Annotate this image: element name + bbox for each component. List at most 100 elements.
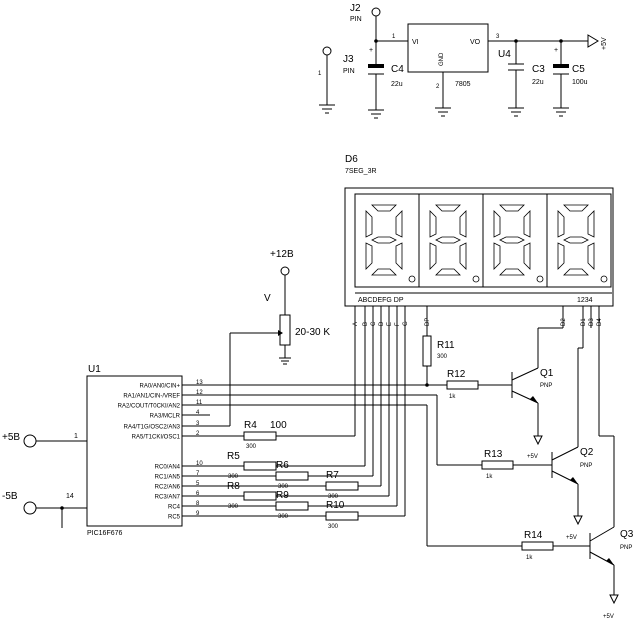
mcu-pin-number: 5	[196, 481, 200, 487]
q1-type: PNP	[540, 383, 552, 389]
digit-segments-icon	[557, 204, 608, 283]
r9-resistor	[275, 501, 309, 511]
c4-value: 22u	[391, 81, 403, 88]
vdd-pin-num: 1	[74, 433, 78, 440]
u4-pin2-num: 2	[436, 84, 440, 90]
mcu-pin-number: 9	[196, 511, 200, 517]
r5-value: 300	[228, 474, 239, 480]
vcc-arrow-icon	[587, 34, 599, 48]
digit-segments-icon	[429, 204, 480, 283]
display-pin-label: D1	[581, 318, 587, 326]
digit-segments-icon	[365, 204, 416, 283]
pot-value: 20-30 K	[295, 327, 330, 338]
r14-value: 1k	[526, 555, 533, 561]
display-pin-label: B	[363, 322, 369, 326]
r9-value: 300	[278, 514, 289, 520]
mcu-pin-name: RC4	[168, 505, 181, 511]
q2-type: PNP	[580, 463, 592, 469]
mcu-pin-number: 12	[196, 390, 203, 396]
display-pin-label: D4	[597, 318, 603, 326]
c5-value: 100u	[572, 79, 588, 86]
mcu-pin-name: RA0/AN0/CIN+	[139, 384, 180, 390]
digit-labels: 1234	[577, 297, 593, 304]
digit-3	[482, 193, 548, 288]
r9-ref: R9	[276, 490, 289, 501]
mcu-pin-number: 2	[196, 431, 200, 437]
display-pin-label: D	[379, 321, 385, 326]
r5-resistor	[243, 461, 277, 471]
c3-value: 22u	[532, 79, 544, 86]
c5-ref: C5	[572, 64, 585, 75]
pot-supply-pin-icon	[280, 266, 290, 276]
r4-extra: 100	[270, 420, 287, 431]
j3-pin-num: 1	[318, 71, 322, 77]
r6-ref: R6	[276, 460, 289, 471]
r11-resistor	[422, 335, 432, 367]
j2-ref: J2	[350, 3, 361, 14]
mcu-pin-number: 10	[196, 461, 203, 467]
j3-ref: J3	[343, 54, 354, 65]
q1-supply: +5V	[527, 454, 538, 460]
mcu-pin-name: RA1/AN1/CIN-/VREF	[123, 394, 180, 400]
r14-ref: R14	[524, 530, 543, 541]
q2-ref: Q2	[580, 447, 594, 458]
display-pin-label: A	[353, 322, 359, 326]
display-pin-label: D2	[561, 318, 567, 326]
mcu-pin-name: RC2/AN6	[155, 485, 181, 491]
j3-pin-icon	[322, 46, 332, 56]
r4-value: 300	[246, 444, 257, 450]
r10-resistor	[325, 511, 359, 521]
mcu-pin-name: RC0/AN4	[155, 465, 181, 471]
q3-transistor-icon	[589, 526, 619, 605]
mcu-pin-number: 3	[196, 421, 200, 427]
resistors: R4 300 100 R5 300 R6 300 R7 300 R8 300 R…	[227, 335, 554, 561]
mcu-pin-number: 6	[196, 491, 200, 497]
j2-pin-icon	[371, 7, 381, 17]
mcu-pin-number: 13	[196, 380, 203, 386]
mcu-pin-name: RA2/COUT/T0CKI/AN2	[118, 404, 181, 410]
r13-value: 1k	[486, 474, 493, 480]
vcc-out-label: +5V	[601, 37, 608, 50]
r6-resistor	[275, 471, 309, 481]
q3-ref: Q3	[620, 529, 634, 540]
wiring	[182, 310, 615, 547]
pot-supply: +12B	[270, 249, 294, 260]
u4-regulator	[407, 23, 489, 73]
transistors: Q1 PNP +5V Q2 PNP +5V Q3 PNP +5V	[511, 367, 634, 620]
r11-ref: R11	[437, 340, 455, 351]
mcu-body	[86, 375, 183, 527]
vminus-label: -5B	[2, 491, 18, 502]
q2-transistor-icon	[551, 446, 583, 526]
vplus-terminal-icon	[23, 434, 37, 448]
u4-pin-vi: VI	[412, 39, 419, 46]
r7-resistor	[325, 481, 359, 491]
mcu-ref: U1	[88, 364, 101, 375]
power-section: J2 PIN J3 PIN 1 1 + C4 22u VI VO GND U4 …	[318, 3, 608, 119]
display-pin-label: F	[395, 322, 401, 326]
c3-ref: C3	[532, 64, 545, 75]
pot-wiper-label: V	[264, 293, 271, 304]
r6-value: 300	[278, 484, 289, 490]
r4-ref: R4	[244, 420, 257, 431]
r13-resistor	[481, 460, 514, 470]
mcu-part: PIC16F676	[87, 530, 123, 537]
digit-segments-icon	[493, 204, 544, 283]
mcu-pin-number: 11	[196, 400, 203, 406]
vplus-label: +5B	[2, 432, 20, 443]
c4-capacitor	[368, 64, 384, 68]
mcu: U1 PIC16F676 RA0/AN0/CIN+13RA1/AN1/CIN-/…	[2, 364, 210, 537]
u4-pin-gnd: GND	[439, 52, 445, 66]
r10-ref: R10	[326, 500, 345, 511]
mcu-pin-name: RA5/T1CKI/OSC1	[132, 435, 181, 441]
r4-resistor	[243, 431, 277, 441]
r8-resistor	[243, 491, 277, 501]
display-pin-label: D3	[589, 318, 595, 326]
j2-type: PIN	[350, 16, 362, 23]
q2-supply: +5V	[566, 535, 577, 541]
r7-value: 300	[328, 494, 339, 500]
mcu-pin-name: RC1/AN5	[155, 475, 181, 481]
mcu-pin-name: RC5	[168, 515, 181, 521]
j3-type: PIN	[343, 68, 355, 75]
